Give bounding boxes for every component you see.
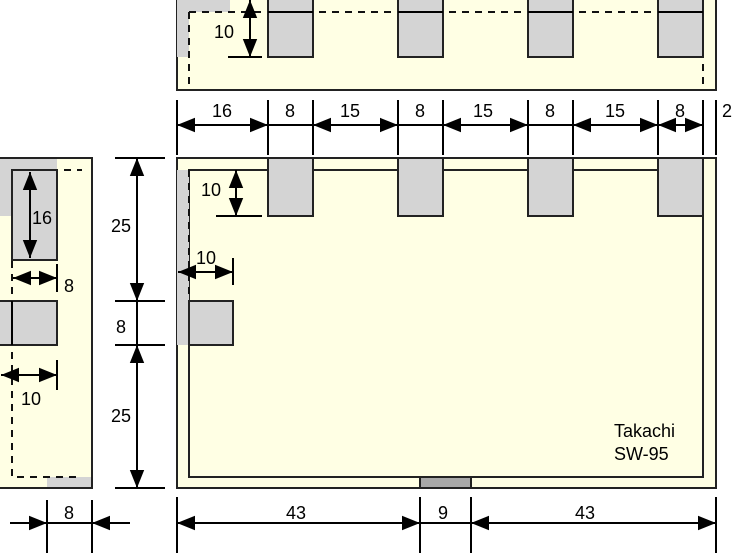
dim-label: 43 [286, 503, 306, 523]
model-label: SW-95 [614, 444, 669, 464]
dim-label: 25 [111, 216, 131, 236]
dim-label: 43 [575, 503, 595, 523]
dim-label: 15 [605, 101, 625, 121]
dim-label: 8 [545, 101, 555, 121]
dim-label: 8 [64, 503, 74, 523]
dim-label: 8 [675, 101, 685, 121]
foot-cutout [419, 476, 472, 489]
vertical-dimensions: 25 8 25 [111, 157, 165, 489]
front-view: 10 10 Takachi SW-95 [176, 157, 717, 489]
tab-depth-dim: 10 [201, 180, 221, 200]
top-dimensions: 16 8 15 8 15 8 15 8 2 [176, 100, 732, 155]
brand-label: Takachi [614, 421, 675, 441]
slot-width-dim: 8 [64, 276, 74, 296]
dim-label: 16 [212, 101, 232, 121]
dim-label: 2 [722, 101, 732, 121]
dim-label: 15 [473, 101, 493, 121]
dim-label: 8 [285, 101, 295, 121]
slot-height-dim: 16 [32, 208, 52, 228]
bottom-dimensions: 43 9 43 [176, 497, 717, 553]
dim-label: 8 [415, 101, 425, 121]
dim-label: 15 [340, 101, 360, 121]
dim-label: 25 [111, 406, 131, 426]
top-depth-dim: 10 [214, 22, 234, 42]
side-bottom-dimension: 8 [10, 500, 130, 553]
top-view: 10 [176, 0, 717, 91]
block-width-dim: 10 [21, 389, 41, 409]
dim-label: 9 [438, 503, 448, 523]
side-width-dim: 10 [196, 248, 216, 268]
dim-label: 8 [116, 317, 126, 337]
side-view: 16 8 10 [0, 157, 93, 489]
top-cutouts [267, 0, 704, 58]
